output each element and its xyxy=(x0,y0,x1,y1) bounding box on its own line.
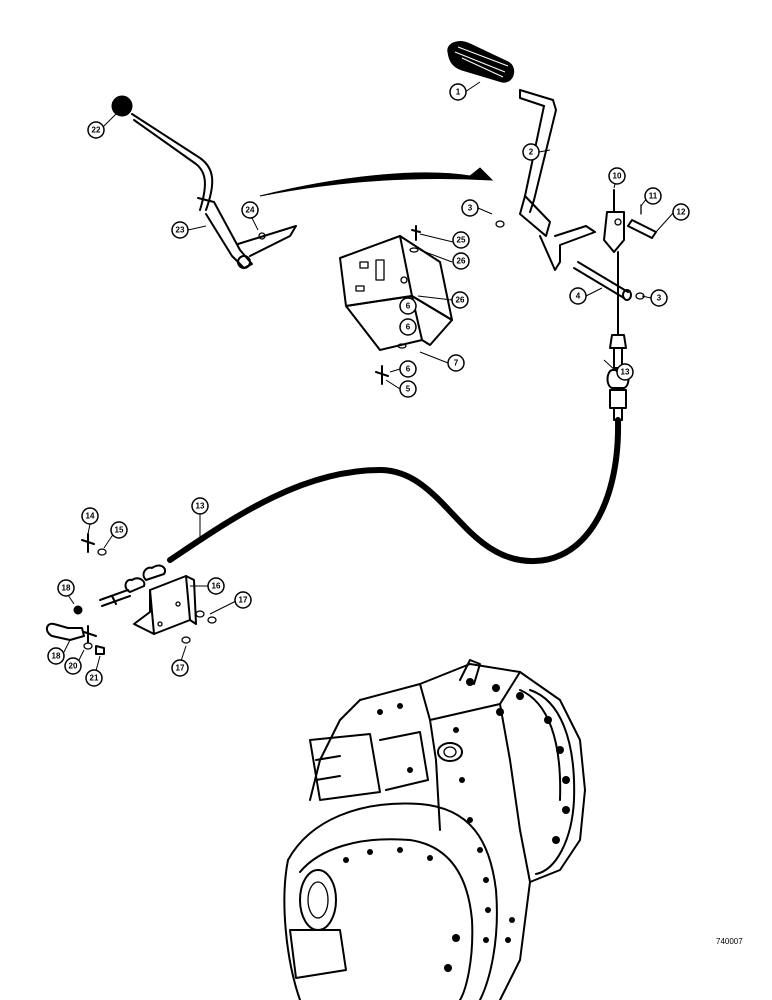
pedal-grip xyxy=(447,41,515,83)
svg-text:4: 4 xyxy=(576,292,581,301)
callout-26: 26 xyxy=(451,291,469,309)
callout-11: 11 xyxy=(644,187,662,205)
cable-lower-end xyxy=(81,533,166,607)
callout-1: 1 xyxy=(449,83,467,101)
callout-7: 7 xyxy=(447,354,465,372)
svg-text:6: 6 xyxy=(406,302,411,311)
housing-bolts xyxy=(343,678,570,972)
callout-13: 13 xyxy=(616,363,634,381)
callout-18: 18 xyxy=(47,647,65,665)
callout-6: 6 xyxy=(399,360,417,378)
svg-text:10: 10 xyxy=(613,172,622,181)
svg-text:17: 17 xyxy=(176,664,185,673)
pedal-lever xyxy=(519,89,596,271)
svg-text:18: 18 xyxy=(52,652,61,661)
svg-text:26: 26 xyxy=(456,296,465,305)
direction-arrow xyxy=(259,167,494,197)
svg-text:22: 22 xyxy=(92,126,101,135)
svg-text:15: 15 xyxy=(115,526,124,535)
svg-text:7: 7 xyxy=(454,359,459,368)
callout-3: 3 xyxy=(461,199,479,217)
svg-text:26: 26 xyxy=(457,257,466,266)
svg-text:24: 24 xyxy=(246,206,255,215)
svg-text:6: 6 xyxy=(406,323,411,332)
callout-6: 6 xyxy=(399,297,417,315)
svg-text:2: 2 xyxy=(529,148,534,157)
callout-10: 10 xyxy=(608,167,626,185)
ball-joint xyxy=(46,605,105,655)
svg-text:25: 25 xyxy=(457,236,466,245)
control-cable xyxy=(167,417,622,565)
callout-2: 2 xyxy=(522,143,540,161)
callout-14: 14 xyxy=(81,507,99,525)
svg-text:5: 5 xyxy=(406,385,411,394)
callout-25: 25 xyxy=(452,231,470,249)
callout-3: 3 xyxy=(650,289,668,307)
svg-text:1: 1 xyxy=(456,88,461,97)
callout-13: 13 xyxy=(191,497,209,515)
cable-bracket xyxy=(133,575,217,644)
callout-20: 20 xyxy=(64,657,82,675)
callout-5: 5 xyxy=(399,380,417,398)
transmission-housing xyxy=(283,659,586,1000)
callout-12: 12 xyxy=(672,203,690,221)
svg-text:11: 11 xyxy=(649,192,658,201)
svg-text:16: 16 xyxy=(212,582,221,591)
svg-text:21: 21 xyxy=(90,674,99,683)
svg-text:14: 14 xyxy=(86,512,95,521)
callout-15: 15 xyxy=(110,521,128,539)
callout-24: 24 xyxy=(241,201,259,219)
callout-23: 23 xyxy=(171,221,189,239)
svg-text:12: 12 xyxy=(677,208,686,217)
callout-26: 26 xyxy=(452,252,470,270)
reference-code: 740007 xyxy=(716,937,743,946)
callout-16: 16 xyxy=(207,577,225,595)
svg-text:3: 3 xyxy=(468,204,473,213)
callout-4: 4 xyxy=(569,287,587,305)
callout-18: 18 xyxy=(57,579,75,597)
svg-text:13: 13 xyxy=(196,502,205,511)
svg-text:3: 3 xyxy=(657,294,662,303)
svg-text:20: 20 xyxy=(69,662,78,671)
svg-text:6: 6 xyxy=(406,365,411,374)
mounting-bracket xyxy=(339,225,453,385)
svg-text:23: 23 xyxy=(176,226,185,235)
callout-22: 22 xyxy=(87,121,105,139)
svg-text:17: 17 xyxy=(239,596,248,605)
svg-text:18: 18 xyxy=(62,584,71,593)
hand-lever xyxy=(111,95,297,269)
callout-6: 6 xyxy=(399,318,417,336)
callout-21: 21 xyxy=(85,669,103,687)
callout-17: 17 xyxy=(234,591,252,609)
cable-upper-end xyxy=(606,251,630,421)
pedal-shaft xyxy=(495,220,645,301)
svg-text:13: 13 xyxy=(621,368,630,377)
callout-17: 17 xyxy=(171,659,189,677)
